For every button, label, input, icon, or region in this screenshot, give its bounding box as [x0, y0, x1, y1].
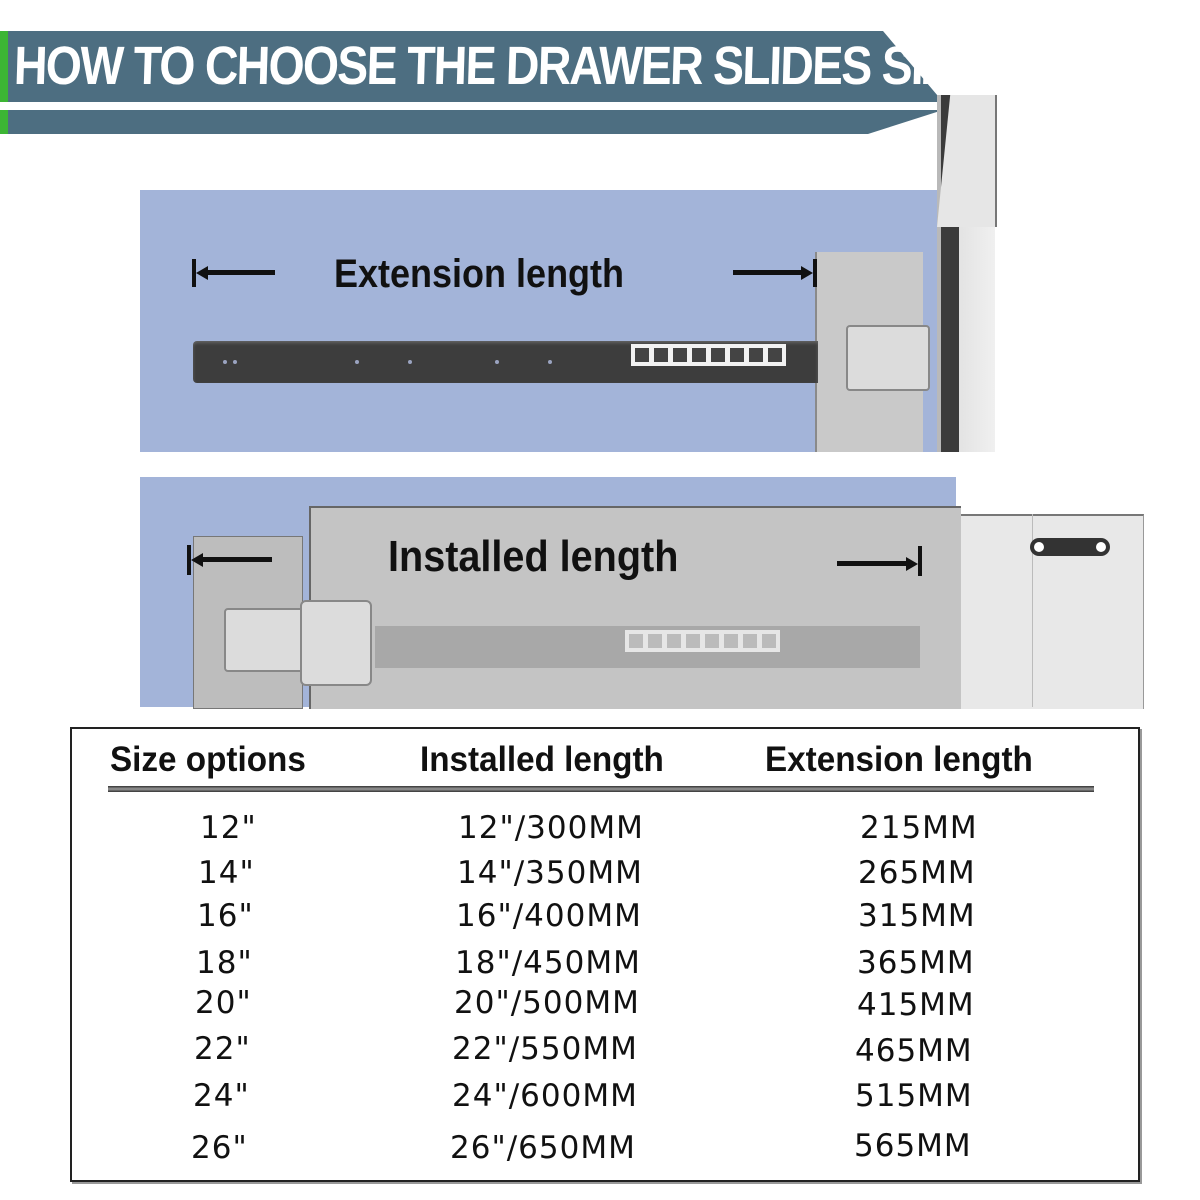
cell-extension: 565MM: [854, 1128, 972, 1164]
drawer-front-seam: [1032, 514, 1033, 707]
extension-right-arrow-line: [733, 270, 803, 275]
ball-bearing-cage: [631, 344, 786, 366]
page-title: HOW TO CHOOSE THE DRAWER SLIDES SIZE: [13, 36, 980, 96]
installed-left-arrow-icon: [191, 553, 203, 567]
cell-size: 18": [196, 945, 253, 981]
cell-extension: 515MM: [855, 1078, 973, 1114]
header-divider: [108, 786, 1094, 792]
cell-installed: 12"/300MM: [458, 810, 644, 846]
title-banner-underline: [8, 110, 943, 134]
drawer-slide-rail-closed: [375, 626, 920, 668]
cell-size: 20": [195, 985, 252, 1021]
installed-length-label: Installed length: [388, 532, 679, 581]
header-installed-length: Installed length: [420, 740, 664, 779]
banner-accent-bottom: [0, 110, 8, 134]
cell-extension: 265MM: [858, 855, 976, 891]
size-table: [70, 727, 1140, 1182]
cell-installed: 14"/350MM: [457, 855, 643, 891]
installed-left-arrow-line: [200, 557, 272, 562]
cell-size: 22": [194, 1031, 251, 1067]
hinge-cup-icon: [300, 600, 372, 686]
extension-left-arrow-icon: [196, 266, 208, 280]
installed-left-bar-icon: [187, 545, 191, 575]
installed-right-bar-icon: [918, 546, 922, 576]
header-size-options: Size options: [110, 740, 306, 779]
drawer-box-closed: [309, 506, 961, 709]
drawer-handle-icon: [1030, 538, 1110, 556]
cell-installed: 26"/650MM: [450, 1130, 636, 1166]
extension-diagram-background: [140, 190, 940, 452]
cell-extension: 315MM: [858, 898, 976, 934]
cell-installed: 18"/450MM: [455, 945, 641, 981]
ball-bearing-cage: [625, 630, 780, 652]
cell-size: 24": [193, 1078, 250, 1114]
cell-extension: 415MM: [857, 987, 975, 1023]
cell-size: 26": [191, 1130, 248, 1166]
hinge-icon: [224, 608, 304, 672]
title-banner: [8, 31, 943, 102]
extension-length-label: Extension length: [334, 252, 625, 296]
cell-installed: 24"/600MM: [452, 1078, 638, 1114]
hinge-icon: [846, 325, 930, 391]
installed-right-arrow-line: [837, 561, 909, 566]
cell-size: 12": [200, 810, 257, 846]
extension-right-arrow-icon: [801, 266, 813, 280]
extension-right-bar-icon: [813, 259, 817, 287]
extension-left-arrow-line: [205, 270, 275, 275]
installed-right-arrow-icon: [906, 557, 918, 571]
cell-extension: 465MM: [855, 1033, 973, 1069]
extension-left-bar-icon: [192, 259, 196, 287]
cell-size: 16": [197, 898, 254, 934]
header-extension-length: Extension length: [765, 740, 1033, 779]
drawer-slide-rail-extended: [193, 341, 818, 383]
cell-installed: 16"/400MM: [456, 898, 642, 934]
banner-accent-top: [0, 31, 8, 102]
cell-installed: 20"/500MM: [454, 985, 640, 1021]
cell-size: 14": [198, 855, 255, 891]
cell-installed: 22"/550MM: [452, 1031, 638, 1067]
cell-extension: 215MM: [860, 810, 978, 846]
cell-extension: 365MM: [857, 945, 975, 981]
